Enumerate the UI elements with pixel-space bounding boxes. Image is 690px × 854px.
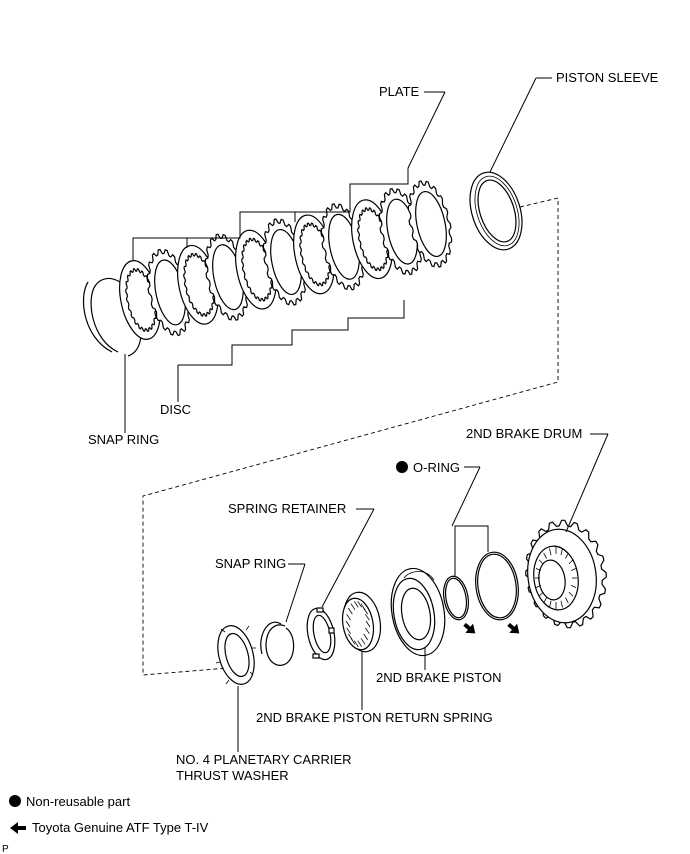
second-brake-piston-callout: 2ND BRAKE PISTON — [376, 647, 501, 685]
o-ring-callout: O-RING — [396, 460, 489, 576]
return-spring-label: 2ND BRAKE PISTON RETURN SPRING — [256, 710, 493, 725]
clutch-pack — [82, 180, 453, 357]
spring-coils — [345, 601, 371, 647]
piston-sleeve-label: PISTON SLEEVE — [556, 70, 659, 85]
non-reusable-legend-icon — [9, 795, 21, 807]
non-reusable-icon — [396, 461, 408, 473]
drum-splines — [535, 547, 577, 609]
piston-sleeve-part — [469, 171, 523, 251]
snap-ring-bottom-part — [260, 621, 295, 666]
atf-arrow-icon — [10, 822, 26, 834]
thrust-washer-callout: NO. 4 PLANETARY CARRIER THRUST WASHER — [176, 686, 352, 783]
disc-callout: DISC — [160, 300, 405, 417]
spring-retainer-label: SPRING RETAINER — [228, 501, 346, 516]
piston-sleeve-callout: PISTON SLEEVE — [489, 70, 659, 173]
legend-non-reusable: Non-reusable part — [26, 794, 130, 809]
return-spring-part — [341, 591, 382, 653]
discs-and-plates — [119, 180, 453, 340]
snap-ring-bottom-callout: SNAP RING — [215, 556, 306, 623]
o-ring-label: O-RING — [413, 460, 460, 475]
plate-label: PLATE — [379, 84, 420, 99]
o-ring-large-part — [475, 551, 519, 621]
corner-mark: P — [2, 844, 9, 854]
snap-ring-top-callout: SNAP RING — [88, 354, 159, 447]
thrust-washer-label-2: THRUST WASHER — [176, 768, 289, 783]
atf-arrow-2 — [507, 622, 520, 634]
thrust-washer-label-1: NO. 4 PLANETARY CARRIER — [176, 752, 352, 767]
second-brake-drum-callout: 2ND BRAKE DRUM — [466, 426, 609, 533]
snap-ring-top-label: SNAP RING — [88, 432, 159, 447]
return-spring-callout: 2ND BRAKE PISTON RETURN SPRING — [256, 651, 493, 725]
legend-atf: Toyota Genuine ATF Type T-IV — [32, 820, 209, 835]
atf-arrow-1 — [463, 622, 476, 634]
second-brake-drum-part — [525, 519, 607, 629]
legend: Non-reusable part Toyota Genuine ATF Typ… — [2, 794, 209, 854]
disc — [407, 180, 453, 268]
snap-ring-bottom-label: SNAP RING — [215, 556, 286, 571]
second-brake-piston-part — [390, 567, 446, 657]
disc-label: DISC — [160, 402, 191, 417]
second-brake-drum-label: 2ND BRAKE DRUM — [466, 426, 582, 441]
o-ring-small-part — [442, 575, 470, 621]
spring-retainer-callout: SPRING RETAINER — [228, 501, 375, 608]
spring-retainer-part — [306, 607, 336, 661]
plate-callout: PLATE — [132, 84, 446, 260]
second-brake-piston-label: 2ND BRAKE PISTON — [376, 670, 501, 685]
thrust-washer-part — [215, 625, 256, 685]
